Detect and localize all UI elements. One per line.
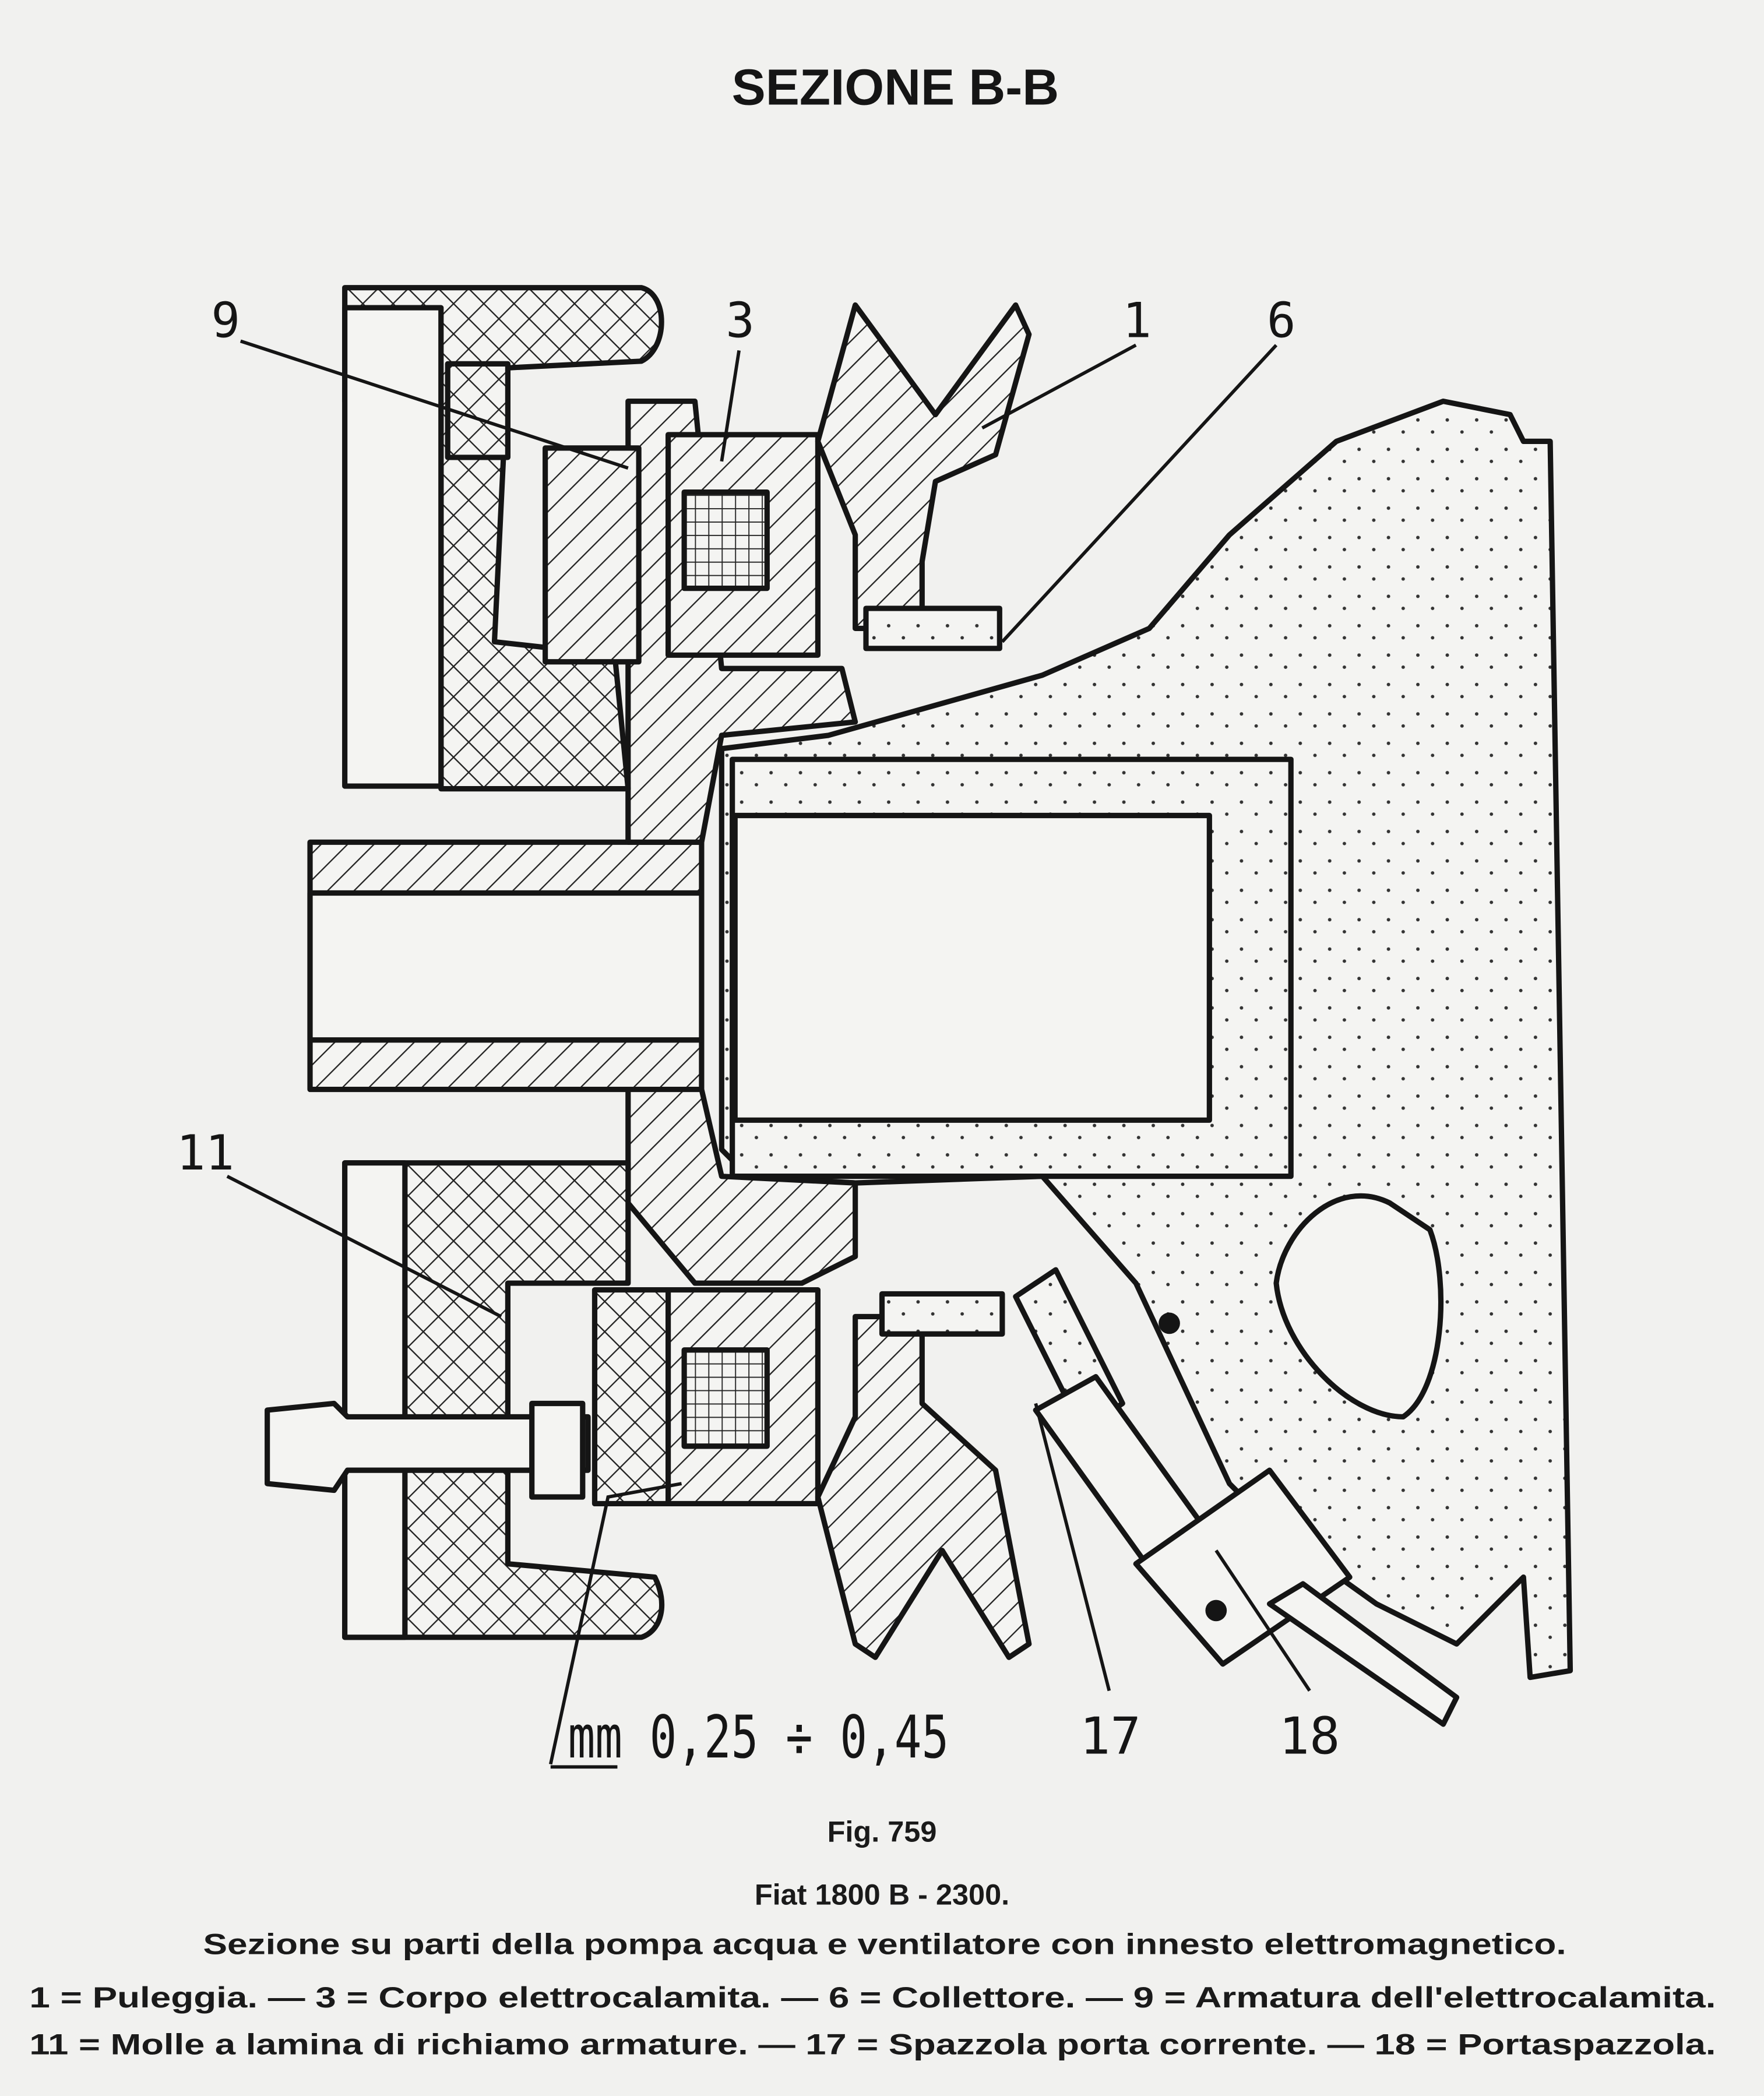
armature-bottom [591,1287,671,1507]
collector-top [863,605,1002,651]
callout-leaders [226,339,1311,1769]
coil-winding-top [681,489,770,591]
bearing-inner [732,812,1212,1123]
v-pulley-top [815,302,1032,632]
callout-1: 1 [1122,293,1152,349]
clearance-dimension: mm 0,25 ÷ 0,45 [568,1703,949,1771]
nut [529,1400,586,1500]
coil-winding-bottom [681,1347,770,1449]
callout-18: 18 [1279,1706,1340,1766]
fan-flange-top [342,305,444,789]
fan-flange-bottom [342,1160,408,1640]
section-title: SEZIONE B-B [732,59,1059,116]
callout-3: 3 [726,293,755,349]
bolt [265,1400,591,1493]
figure-description: Sezione su parti della pompa acqua e ven… [203,1927,1566,1960]
rivet-bottom [1205,1600,1227,1622]
collector-bottom [879,1291,1005,1337]
callout-11: 11 [177,1125,234,1181]
legend-line-1: 1 = Puleggia. — 3 = Corpo elettrocalamit… [29,1981,1716,2014]
callout-17: 17 [1080,1706,1141,1766]
shaft-bore [307,890,705,1043]
rivet-top [1159,1312,1180,1334]
callout-6: 6 [1267,293,1296,349]
figure-model: Fiat 1800 B - 2300. [755,1877,1009,1911]
brush-holder-clamp [1133,1467,1353,1667]
v-pulley-bottom [815,1313,1032,1660]
callout-9: 9 [211,293,240,349]
legend-line-2: 11 = Molle a lamina di richiamo armature… [29,2027,1716,2060]
armature-top [543,445,642,665]
housing-cavity [1273,1193,1444,1420]
figure-number: Fig. 759 [828,1815,937,1848]
brush-wire [1266,1581,1460,1727]
